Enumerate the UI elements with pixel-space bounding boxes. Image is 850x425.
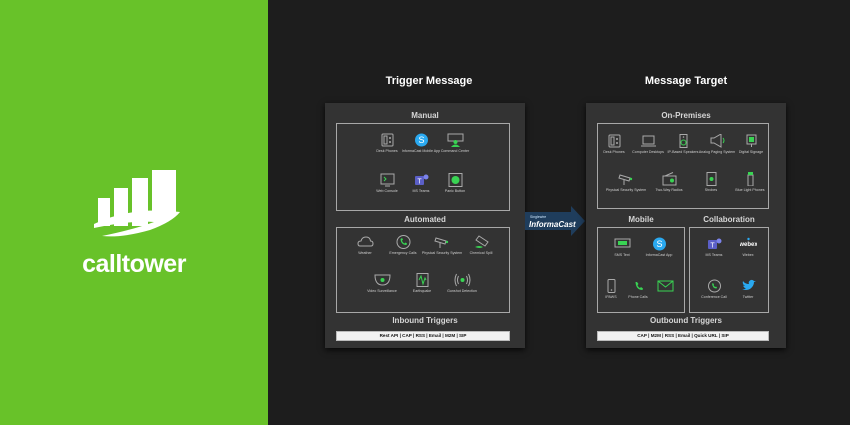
- mobile-title: Mobile: [628, 215, 654, 224]
- target-blue-light-phones: Blue Light Phones: [727, 172, 773, 192]
- earthquake-icon: [416, 273, 428, 287]
- target-analog-paging: Analog Paging System: [694, 134, 740, 154]
- web-console-icon: [380, 173, 394, 187]
- ms-teams-icon: T: [707, 238, 721, 250]
- automated-title: Automated: [404, 215, 446, 224]
- security-camera-icon: [617, 174, 632, 185]
- svg-text:S: S: [656, 239, 662, 249]
- target-heading: Message Target: [644, 75, 728, 87]
- target-informacast-app: S InformaCast App: [645, 237, 673, 257]
- target-strobes: Strobes: [688, 172, 734, 192]
- desk-phone-icon: [381, 133, 393, 147]
- automated-frame: [336, 227, 510, 313]
- weather-icon: [356, 236, 374, 247]
- chemical-spill-icon: [474, 235, 489, 248]
- informacast-app-icon: S: [414, 133, 428, 147]
- collab-frame: [689, 227, 769, 313]
- twitter-icon: [741, 279, 756, 290]
- svg-text:T: T: [710, 243, 715, 250]
- video-surveillance-icon: [373, 274, 391, 286]
- conference-call-icon: [707, 279, 721, 293]
- collab-title: Collaboration: [703, 215, 755, 224]
- trigger-physical-security: Physical Security System: [419, 235, 465, 255]
- emergency-call-icon: [396, 235, 410, 249]
- security-camera-icon: [433, 237, 448, 248]
- radio-icon: [662, 172, 676, 186]
- trigger-informacast-app: S InformaCast Mobile App: [401, 133, 441, 153]
- inbound-title: Inbound Triggers: [392, 316, 458, 325]
- arrow-icon: [525, 206, 585, 236]
- target-diagram: On-Premises Desk Phones Computer Desktop…: [586, 103, 786, 348]
- phone-icon: [635, 282, 643, 290]
- target-ipaws: IPAWS: [588, 279, 634, 299]
- manual-frame: [336, 123, 510, 211]
- trigger-emergency-calls: Emergency Calls: [380, 235, 426, 255]
- blue-light-phone-icon: [747, 172, 753, 186]
- informacast-app-icon: S: [652, 237, 666, 251]
- target-two-way-radios: Two-Way Radios: [646, 172, 692, 192]
- target-webex: webex Webex: [725, 237, 771, 257]
- target-twitter: Twitter: [725, 279, 771, 299]
- trigger-web-console: Web Console: [364, 173, 410, 193]
- trigger-chemical-spill: Chemical Spill: [458, 235, 504, 255]
- target-ip-speakers: IP-Based Speakers: [660, 134, 706, 154]
- onprem-frame: [597, 123, 769, 209]
- ipaws-icon: [607, 279, 615, 293]
- brand-panel: calltower: [0, 0, 268, 425]
- outbound-title: Outbound Triggers: [650, 316, 722, 325]
- target-conference-call: Conference Call: [691, 279, 737, 299]
- informacast-arrow: Singlewire InformaCast: [525, 206, 585, 236]
- mobile-frame: [597, 227, 685, 313]
- calltower-logo-icon: [94, 170, 180, 237]
- outbound-protocols: CAP | M2M | RSS | Email | Quick URL | SI…: [597, 331, 769, 341]
- desk-phone-icon: [608, 134, 620, 148]
- inbound-protocols: Rest API | CAP | RSS | Email | M2M | SIP: [336, 331, 510, 341]
- target-ms-teams: T MS Teams: [691, 237, 737, 257]
- email-icon: [657, 280, 673, 292]
- arrow-brand-small: Singlewire: [530, 215, 547, 219]
- target-phone-calls: Phone Calls: [615, 279, 661, 299]
- svg-text:T: T: [417, 179, 422, 186]
- target-sms-text: SMS Text: [599, 237, 645, 257]
- target-digital-signage: Digital Signage: [728, 134, 774, 154]
- command-center-icon: [447, 133, 463, 147]
- trigger-earthquake: Earthquake: [399, 273, 445, 293]
- target-computer-desktops: Computer Desktops: [625, 134, 671, 154]
- trigger-diagram: Manual Desk Phones S InformaCast Mobile …: [325, 103, 525, 348]
- ms-teams-icon: T: [414, 174, 428, 186]
- brand-name: calltower: [82, 250, 186, 278]
- manual-title: Manual: [411, 111, 439, 120]
- trigger-panic-button: Panic Button: [432, 173, 478, 193]
- paging-horn-icon: [710, 134, 724, 148]
- trigger-weather: Weather: [342, 235, 388, 255]
- panic-button-icon: [448, 173, 462, 187]
- signage-icon: [746, 134, 756, 147]
- arrow-brand-big: InformaCast: [529, 220, 576, 229]
- onprem-title: On-Premises: [661, 111, 711, 120]
- svg-text:webex: webex: [740, 242, 757, 248]
- target-desk-phones: Desk Phones: [591, 134, 637, 154]
- webex-icon: webex: [740, 237, 757, 248]
- trigger-video-surveillance: Video Surveillance: [359, 273, 405, 293]
- trigger-heading: Trigger Message: [385, 75, 473, 87]
- trigger-desk-phones: Desk Phones: [364, 133, 410, 153]
- strobe-icon: [706, 172, 716, 186]
- laptop-icon: [640, 135, 656, 147]
- trigger-command-center: Command Center: [432, 133, 478, 153]
- trigger-ms-teams: T MS Teams: [398, 173, 444, 193]
- trigger-gunshot-detection: Gunshot Detection: [439, 273, 485, 293]
- gunshot-detection-icon: [454, 273, 470, 287]
- target-physical-security: Physical Security System: [603, 172, 649, 192]
- sms-icon: [614, 238, 630, 248]
- speaker-icon: [679, 134, 687, 148]
- svg-text:S: S: [418, 135, 424, 145]
- target-email: [642, 279, 688, 295]
